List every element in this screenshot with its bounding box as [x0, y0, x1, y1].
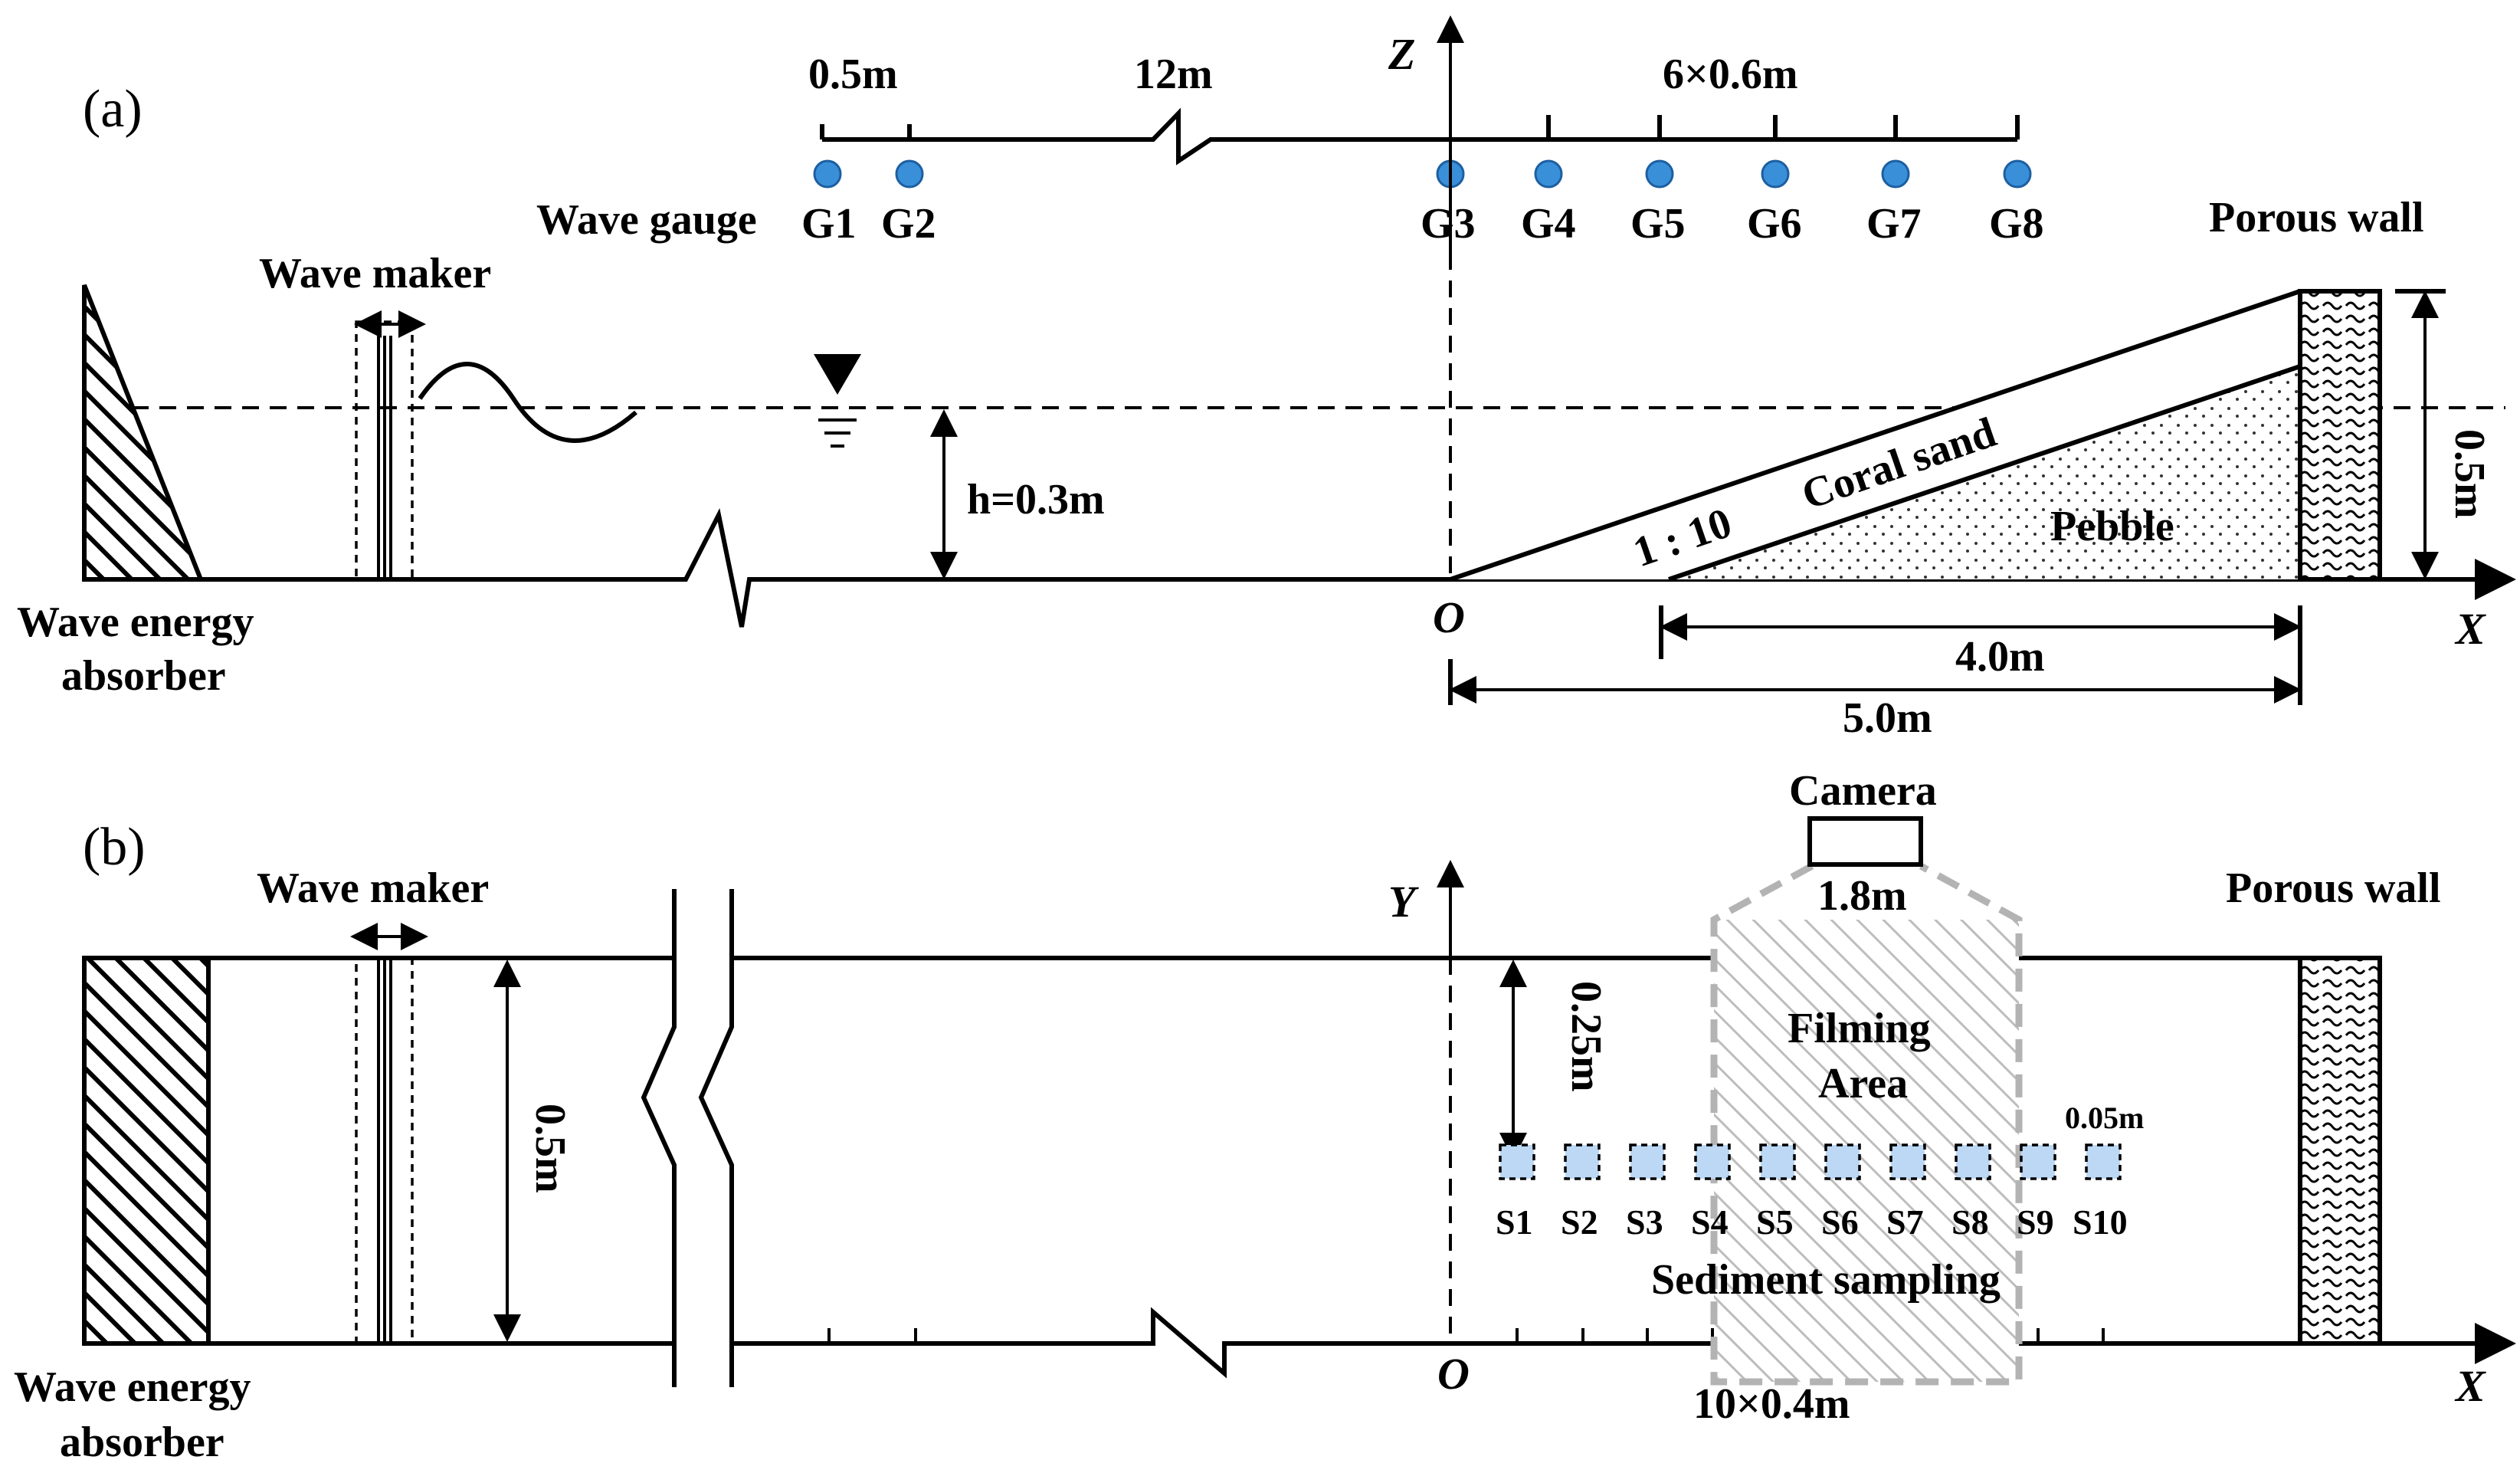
- dim-12m: 12m: [1134, 51, 1213, 98]
- dim-5m-label: 5.0m: [1843, 694, 1932, 742]
- axis-y-label: Y: [1388, 877, 1419, 927]
- sample-label-s7: S7: [1886, 1202, 1924, 1242]
- absorber-label-b-1: Wave energy: [14, 1363, 251, 1411]
- gauge-dot: [1761, 159, 1790, 189]
- axis-x-label-a: X: [2454, 604, 2486, 654]
- sample-square: [1694, 1143, 1731, 1180]
- gauge-dot: [813, 159, 842, 189]
- sample-label-s5: S5: [1756, 1202, 1794, 1242]
- porous-wall-label-b: Porous wall: [2226, 864, 2441, 912]
- sample-label-s3: S3: [1626, 1202, 1663, 1242]
- axis-x-label-b: X: [2454, 1361, 2486, 1411]
- filming-area-label-2: Area: [1818, 1060, 1908, 1107]
- absorber-label-a-2: absorber: [61, 652, 226, 700]
- wave-maker-label-a: Wave maker: [259, 250, 491, 297]
- sample-square: [1759, 1143, 1796, 1180]
- gauge-label-g8: G8: [1989, 200, 2044, 248]
- sediment-sampling-label: Sediment sampling: [1651, 1256, 2001, 1304]
- flume-bottom-a: [84, 508, 2509, 628]
- width-label: 0.5m: [526, 1104, 574, 1193]
- sample-label-s6: S6: [1821, 1202, 1859, 1242]
- gauge-dot: [895, 159, 924, 189]
- dim-0-5m: 0.5m: [808, 51, 898, 98]
- sample-square: [2085, 1143, 2122, 1180]
- gauge-dot: [1881, 159, 1910, 189]
- dim-4m-label: 4.0m: [1955, 633, 2045, 681]
- depth-label: h=0.3m: [967, 476, 1105, 523]
- wave-gauge-label: Wave gauge: [536, 196, 757, 244]
- water-level-symbol: [814, 354, 861, 395]
- flume-walls-b: [84, 889, 2516, 1387]
- gauge-label-g2: G2: [881, 200, 936, 248]
- wall-height-label: 0.5m: [2446, 429, 2493, 519]
- absorber-label-a-1: Wave energy: [17, 599, 254, 646]
- sample-label-s8: S8: [1951, 1202, 1989, 1242]
- camera-label: Camera: [1789, 767, 1937, 815]
- gauge-label-g5: G5: [1630, 200, 1686, 248]
- sample-label-s1: S1: [1496, 1202, 1533, 1242]
- sample-size-label: 0.05m: [2065, 1101, 2144, 1135]
- wave-absorber-b: [82, 956, 211, 1346]
- gauge-dot: [1645, 159, 1674, 189]
- gauge-label-g4: G4: [1521, 200, 1576, 248]
- absorber-label-b-2: absorber: [60, 1419, 224, 1466]
- gauge-label-g7: G7: [1866, 200, 1922, 248]
- origin-label-a: O: [1433, 592, 1465, 642]
- gauge-label-g6: G6: [1747, 200, 1802, 248]
- dim-6x0-6m: 6×0.6m: [1663, 51, 1798, 98]
- sample-square: [1889, 1143, 1926, 1180]
- sample-spacing-label: 10×0.4m: [1693, 1380, 1850, 1428]
- sample-square: [2020, 1143, 2056, 1180]
- sample-square: [1955, 1143, 1991, 1180]
- panel-a-label: (a): [83, 80, 143, 139]
- gauge-dot: [2003, 159, 2032, 189]
- sample-square: [1564, 1143, 1601, 1180]
- porous-wall-a: [2298, 289, 2382, 582]
- pebble-label: Pebble: [2050, 503, 2174, 550]
- panel-b-label: (b): [83, 818, 146, 877]
- sample-label-s4: S4: [1691, 1202, 1729, 1242]
- sample-square: [1499, 1143, 1535, 1180]
- sample-square: [1824, 1143, 1861, 1180]
- sample-label-s9: S9: [2017, 1202, 2054, 1242]
- sampling-squares: [1499, 1143, 2122, 1180]
- filming-area-label-1: Filming: [1788, 1005, 1931, 1052]
- sample-square: [1629, 1143, 1666, 1180]
- camera-width-label: 1.8m: [1817, 872, 1907, 920]
- wave-maker-label-b: Wave maker: [257, 864, 489, 912]
- origin-label-b: O: [1437, 1349, 1470, 1399]
- wave-maker-paddle-a: [355, 320, 414, 581]
- gauge-label-g1: G1: [801, 200, 857, 248]
- camera-box: [1807, 816, 1923, 867]
- wave-absorber-a: [82, 284, 205, 582]
- porous-wall-b: [2298, 956, 2382, 1346]
- gauge-dots: [813, 159, 2032, 189]
- porous-wall-label-a: Porous wall: [2209, 194, 2424, 241]
- gauge-dimension-line: [820, 107, 2020, 166]
- sample-label-s10: S10: [2073, 1202, 2128, 1242]
- gauge-dot: [1534, 159, 1563, 189]
- gauge-label-g3: G3: [1421, 200, 1476, 248]
- sample-label-s2: S2: [1561, 1202, 1598, 1242]
- wave-shape: [418, 362, 637, 443]
- filming-area: [1714, 920, 2019, 1382]
- half-width-label: 0.25m: [1562, 981, 1610, 1092]
- axis-z-label: Z: [1388, 29, 1415, 79]
